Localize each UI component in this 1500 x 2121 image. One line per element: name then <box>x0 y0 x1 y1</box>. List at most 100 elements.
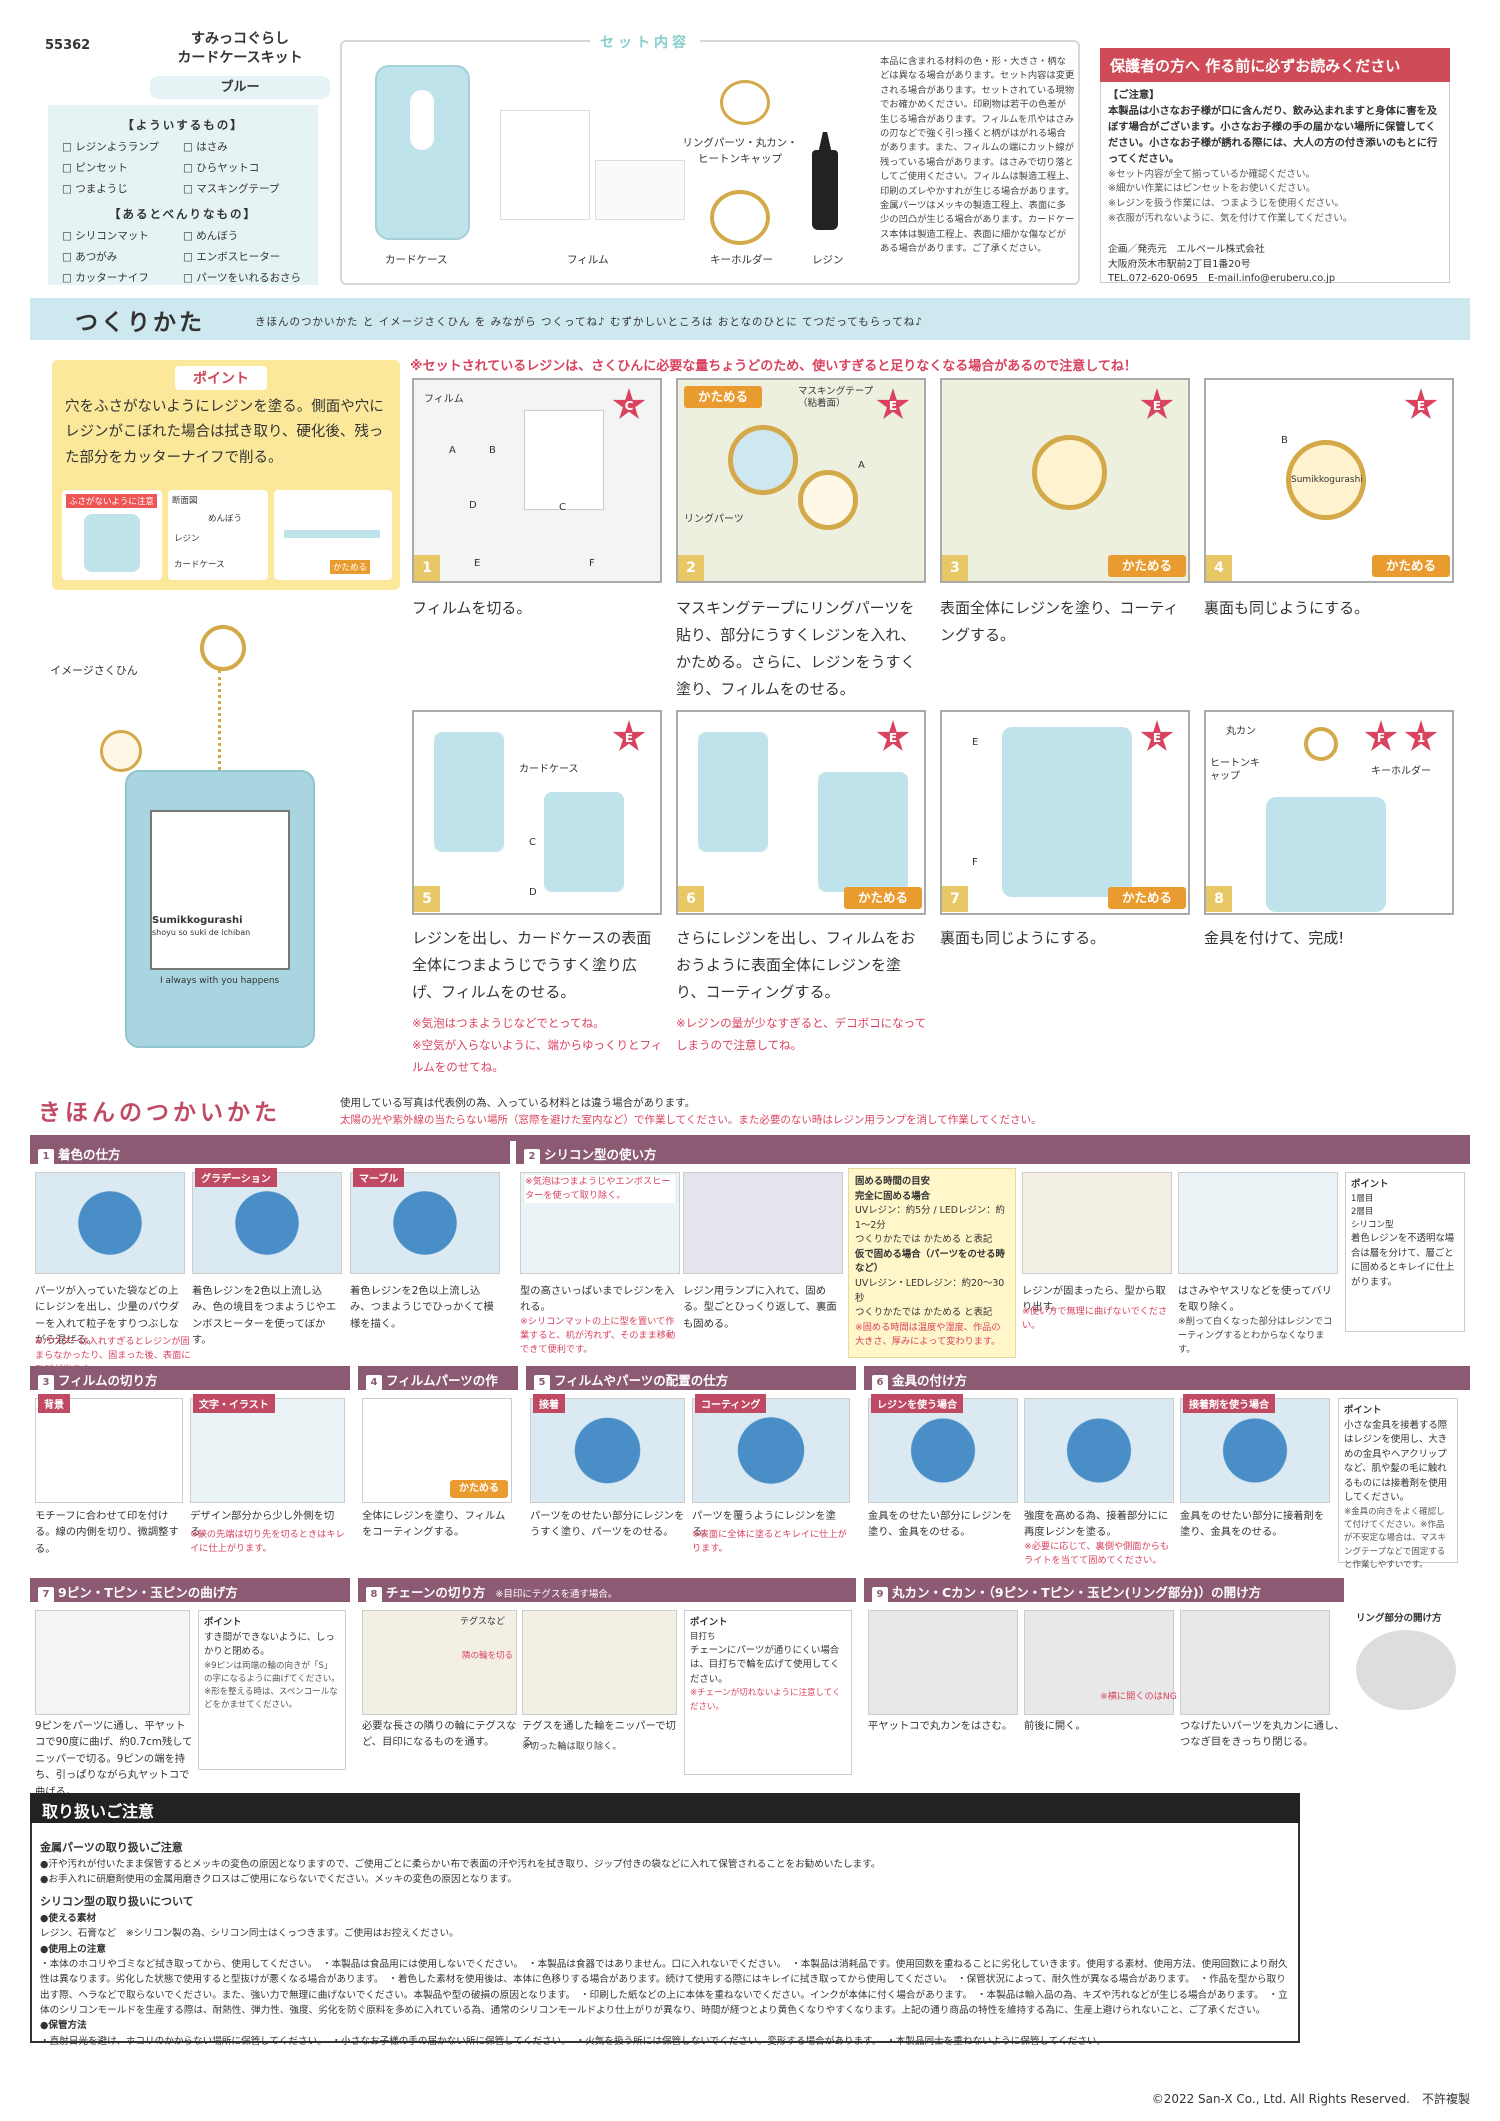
card-case <box>818 772 908 892</box>
step-2-image: マスキングテープ（粘着面） A リングパーツ かためる <box>676 378 926 583</box>
label-keyholder: キーホルダー <box>710 254 773 266</box>
use-title: ●使用上の注意 <box>40 1943 106 1955</box>
step-7-image: E F かためる <box>940 710 1190 915</box>
pin-photo <box>35 1610 190 1715</box>
extra-item: あつがみ <box>62 249 183 264</box>
warning-bullet: ※細かい作業にはピンセットをお使いください。 <box>1108 183 1316 195</box>
step-note: ※空気が入らないように、端からゆっくりとフィルムをのせてね。 <box>412 1037 663 1074</box>
step-label: マスキングテープ（粘着面） <box>798 386 874 410</box>
point-text: 小さな金具を接着する際はレジンを使用し、大きめの金具やヘアクリップなど、肌や髪の… <box>1344 1419 1448 1504</box>
chain-label: 隣の輪を切る <box>462 1651 514 1661</box>
card-case <box>544 792 624 892</box>
section-title: フィルムやパーツの配置の仕方 <box>554 1373 729 1388</box>
tag-glue-use: 接着剤を使う場合 <box>1183 1394 1275 1413</box>
extra-title: 【あるとべんりなもの】 <box>109 207 257 221</box>
point-label: 1層目 <box>1351 1193 1374 1204</box>
film-cut-photo-1 <box>35 1398 183 1503</box>
step-5-image: カードケース C D <box>412 710 662 915</box>
step-number: 2 <box>678 555 704 581</box>
company-info: 企画／発売元 エルベール株式会社 大阪府茨木市駅前2丁目1番20号 TEL.07… <box>1108 243 1444 287</box>
step-label: B <box>1281 435 1288 446</box>
section-number: 6 <box>872 1375 888 1391</box>
point-title: ポイント <box>204 1617 242 1628</box>
step-5-notes: ※気泡はつまようじなどでとってね。 ※空気が入らないように、端からゆっくりとフィ… <box>412 1013 667 1079</box>
label-resin: レジン <box>812 254 844 266</box>
tag-coating: コーティング <box>695 1394 767 1413</box>
keychain-chain <box>218 670 228 770</box>
point-label: シリコン型 <box>1351 1219 1394 1230</box>
caption-red: ※必要に応じて、裏側や側面からもライトを当てて固めてください。 <box>1024 1541 1170 1566</box>
harden-label: かためる <box>450 1480 508 1498</box>
handling-body: 金属パーツの取り扱いご注意 ●汗や汚れが付いたまま保管するとメッキの変色の原因と… <box>40 1833 1290 2049</box>
basic-note-red: 太陽の光や紫外線の当たらない場所（窓際を避けた室内など）で作業してください。また… <box>340 1114 1042 1126</box>
step-label: フィルム <box>424 394 464 405</box>
point-image-2: 断面図 めんぼう レジン カードケース <box>168 490 268 580</box>
tag-gradation: グラデーション <box>195 1168 277 1187</box>
caption: 金具をのせたい部分に接着剤を塗り、金具をのせる。 <box>1180 1510 1325 1539</box>
point-tag: めんぼう <box>208 514 243 524</box>
needs-item: つまようじ <box>62 181 183 196</box>
point-title: ポイント <box>1344 1405 1382 1416</box>
step-label: B <box>489 445 496 456</box>
keychain-message: I always with you happens <box>160 976 280 986</box>
point-image-3: かためる <box>274 490 392 580</box>
point-text: チェーンにパーツが通りにくい場合は、目打ちで輪を広げて使用してください。 <box>690 1644 840 1685</box>
step-label: キーホルダー <box>1371 766 1431 777</box>
handling-title: 取り扱いご注意 <box>30 1793 1300 1823</box>
storage-title: ●保管方法 <box>40 2020 87 2032</box>
section-title: 9ピン・Tピン・玉ピンの曲げ方 <box>58 1585 238 1600</box>
color-tag: ブルー <box>150 75 330 100</box>
section-bar <box>30 1135 1470 1141</box>
section-4-head: 4フィルムパーツの作り方 <box>358 1366 518 1409</box>
title-line1: すみっコぐらし <box>191 31 289 47</box>
fitting-photo-1 <box>868 1398 1018 1503</box>
harden-label: かためる <box>1372 555 1450 577</box>
chain-point-box: ポイント 目打ち チェーンにパーツが通りにくい場合は、目打ちで輪を広げて使用して… <box>684 1610 852 1775</box>
warning-heading: 【ご注意】 <box>1108 89 1160 101</box>
point-tag: かためる <box>330 560 371 574</box>
step-number: 3 <box>942 555 968 581</box>
caption: 全体にレジンを塗り、フィルムをコーティングする。 <box>362 1510 506 1539</box>
keyholder-image <box>710 190 770 245</box>
mold-point-box: ポイント 1層目 2層目 シリコン型 着色レジンを不透明な場合は層を分けて、層ご… <box>1345 1172 1465 1332</box>
card-case <box>434 732 504 852</box>
point-image-1: ふさがないように注意 <box>62 490 162 580</box>
step-number: 4 <box>1206 555 1232 581</box>
warning-bullet: ※セット内容が全て揃っているか確認ください。 <box>1108 168 1315 180</box>
card-case <box>698 732 768 852</box>
label-card-case: カードケース <box>385 254 448 266</box>
card-case-hole <box>410 90 434 150</box>
keychain-ring <box>200 625 246 671</box>
section-note: ※目印にテグスを通す場合。 <box>495 1589 618 1600</box>
caption: はさみやヤスリなどを使ってバリを取り除く。 <box>1178 1285 1332 1314</box>
caption-red: ※表面に全体に塗るとキレイに仕上がります。 <box>692 1529 847 1554</box>
step-label: A <box>858 460 865 471</box>
step-label: F <box>972 857 978 868</box>
step-label: リングパーツ <box>684 514 744 525</box>
section-number: 4 <box>366 1375 382 1391</box>
needs-item: ひらヤットコ <box>183 160 304 175</box>
ring-open-photo-3 <box>1180 1610 1330 1715</box>
step-label: F <box>589 558 595 569</box>
card-case-back <box>1002 727 1132 897</box>
coloring-photo-2 <box>192 1172 342 1274</box>
caption: テグスを通した輪をニッパーで切る。 <box>522 1720 676 1749</box>
basic-title: きほんのつかいかた <box>38 1100 281 1126</box>
ring-side-photo <box>1356 1630 1456 1710</box>
point-title: ポイント <box>175 366 267 390</box>
set-contents-note: 本品に含まれる材料の色・形・大きさ・柄などは異なる場合があります。セット内容は変… <box>880 56 1075 255</box>
section-number: 9 <box>872 1587 888 1603</box>
film-sheet <box>524 410 604 510</box>
heart-charm <box>1032 435 1107 510</box>
metal-item: ●汗や汚れが付いたまま保管するとメッキの変色の原因となりますので、ご使用ごとに柔… <box>40 1858 881 1870</box>
extra-item: めんぼう <box>183 228 304 243</box>
ring-parts-image <box>720 80 770 125</box>
section-title: フィルムの切り方 <box>58 1373 158 1388</box>
caption: パーツを覆うようにレジンを塗る。 <box>692 1510 836 1539</box>
step-label: 丸カン <box>1226 726 1256 737</box>
step-1-text: フィルムを切る。 <box>412 599 532 617</box>
caption: 前後に開く。 <box>1024 1720 1086 1732</box>
